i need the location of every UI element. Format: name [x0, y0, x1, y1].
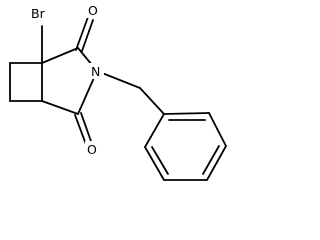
bromine-label: Br [31, 6, 46, 21]
bond-ch2-ph [139, 87, 165, 115]
bond-ph-inner-3 [151, 146, 169, 175]
structure-drawing: Br N O O [9, 2, 227, 181]
bond-ph-1-2 [163, 112, 210, 115]
br-label-mask [29, 5, 53, 21]
n-label-mask [89, 63, 104, 79]
nitrogen-label: N [91, 64, 100, 79]
bond-ph-inner-2 [202, 145, 220, 175]
bond-n-ch2 [96, 70, 141, 89]
bond-ph-6-1 [144, 113, 165, 148]
bond-ph-5-6 [144, 146, 165, 181]
bond-ph-2-3 [208, 112, 227, 147]
chemical-structure: Br N O O [9, 2, 227, 181]
o-top-label-mask [86, 2, 100, 18]
bond-c6-c4 [41, 100, 79, 115]
bond-c5-o-top-b [81, 19, 94, 52]
o-bottom-label-mask [85, 141, 99, 157]
bond-c6-o-bottom-b [80, 112, 93, 145]
oxygen-bottom-label: O [87, 142, 97, 157]
bond-c1-c5 [41, 47, 79, 64]
bond-ph-3-4 [206, 145, 227, 181]
oxygen-top-label: O [88, 3, 98, 18]
bond-c5-o-top-a [75, 16, 89, 51]
